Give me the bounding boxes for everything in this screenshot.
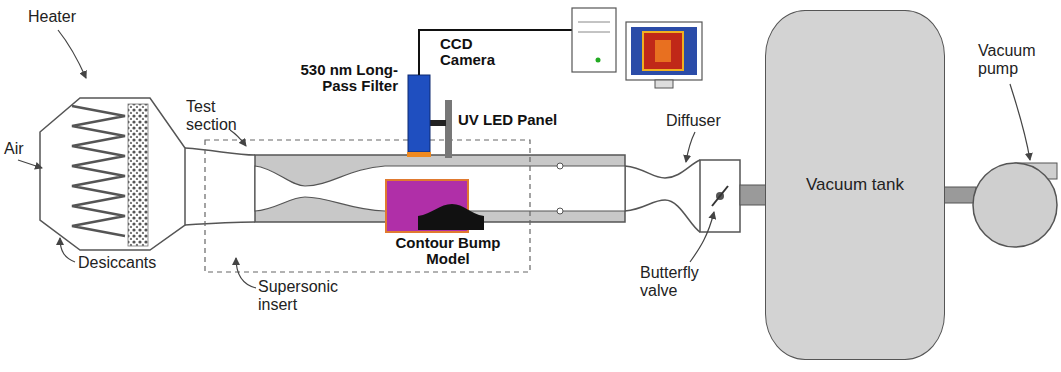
part-label: 530 nm Long-Pass Filter — [270, 62, 398, 94]
part-label: Diffuser — [666, 112, 740, 130]
node-label: Vacuum tank — [806, 175, 904, 195]
part-label: UV LED Panel — [458, 112, 568, 128]
camera-cable — [419, 30, 572, 75]
flow-label: Air — [4, 140, 44, 158]
ccd-camera — [408, 75, 430, 152]
part-label: Supersonic insert — [258, 278, 350, 314]
camera-setup — [407, 8, 702, 158]
part-label: Contour Bump Model — [392, 235, 504, 267]
desiccant-bed — [128, 104, 148, 246]
long-pass-filter — [407, 152, 431, 157]
valve-plate — [712, 186, 728, 206]
joint — [557, 163, 563, 169]
vacuum-pump — [973, 163, 1057, 247]
contraction-wall — [185, 222, 255, 225]
pipe — [740, 185, 766, 205]
camera-arm — [430, 120, 446, 126]
camera-mount — [445, 100, 452, 158]
contraction-wall — [185, 148, 255, 155]
part-label: Heater — [28, 8, 98, 26]
part-label: Desiccants — [78, 254, 168, 272]
part-label: Vacuum pump — [978, 42, 1058, 78]
heater-coil — [72, 106, 125, 236]
joint — [557, 208, 563, 214]
test-section-outline — [205, 140, 530, 272]
part-label: Test section — [186, 98, 250, 134]
contour-bump — [418, 204, 484, 230]
computer-tower — [572, 8, 616, 72]
part-label: CCD Camera — [440, 36, 502, 68]
heater-housing — [40, 98, 185, 250]
monitor — [626, 22, 702, 80]
test-section — [255, 155, 625, 232]
pipe — [944, 187, 976, 203]
tank-box: Vacuum tank — [765, 10, 945, 360]
diffuser — [625, 160, 740, 232]
part-label: Butterfly valve — [640, 264, 718, 300]
